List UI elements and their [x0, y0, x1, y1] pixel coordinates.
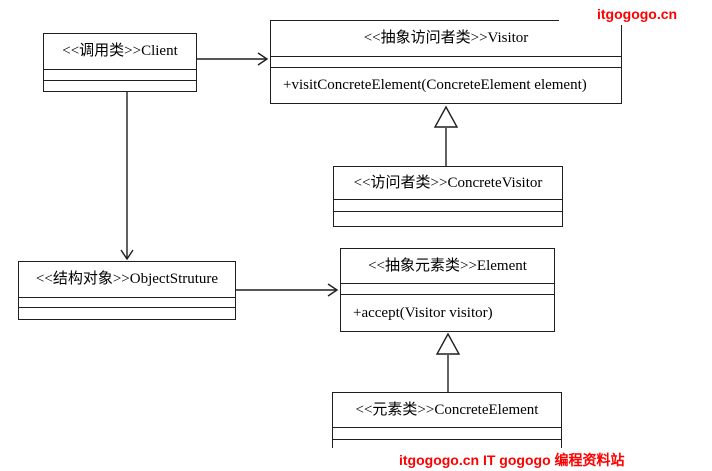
class-object-struture-attributes: [19, 298, 235, 308]
class-client-title: <<调用类>>Client: [44, 34, 196, 70]
class-visitor: <<抽象访问者类>>Visitor +visitConcreteElement(…: [270, 20, 622, 104]
association-client-visitor-arrowhead-icon: [257, 52, 269, 66]
class-object-struture: <<结构对象>>ObjectStruture: [18, 261, 236, 320]
class-visitor-title: <<抽象访问者类>>Visitor: [271, 21, 621, 57]
watermark-top: itgogogo.cn: [597, 6, 678, 22]
watermark-top-background: [559, 0, 712, 25]
class-element: <<抽象元素类>>Element +accept(Visitor visitor…: [340, 248, 555, 332]
generalization-concreteelement-element-triangle-icon: [435, 332, 461, 355]
class-concrete-visitor-operations: [334, 212, 562, 226]
class-visitor-operation: +visitConcreteElement(ConcreteElement el…: [283, 77, 587, 93]
class-concrete-element-title: <<元素类>>ConcreteElement: [333, 393, 561, 428]
class-concrete-visitor-title: <<访问者类>>ConcreteVisitor: [334, 167, 562, 200]
class-concrete-element: <<元素类>>ConcreteElement: [332, 392, 562, 454]
watermark-bottom: itgogogo.cn IT gogogo 编程资料站: [399, 452, 625, 468]
class-visitor-operations: +visitConcreteElement(ConcreteElement el…: [271, 68, 621, 103]
watermark-bottom-background: [312, 448, 712, 471]
class-element-attributes: [341, 284, 554, 295]
class-client-attributes: [44, 70, 196, 81]
class-client-operations: [44, 81, 196, 91]
class-concrete-visitor-attributes: [334, 200, 562, 212]
association-objectstruture-element-arrowhead-icon: [327, 283, 339, 297]
association-client-objectstruture-arrowhead-icon: [120, 249, 134, 261]
class-element-operations: +accept(Visitor visitor): [341, 295, 554, 331]
class-visitor-attributes: [271, 57, 621, 68]
class-element-operation: +accept(Visitor visitor): [353, 304, 493, 321]
generalization-concretevisitor-visitor-triangle-icon: [433, 105, 459, 128]
class-client: <<调用类>>Client: [43, 33, 197, 92]
class-object-struture-operations: [19, 308, 235, 319]
class-concrete-visitor: <<访问者类>>ConcreteVisitor: [333, 166, 563, 227]
class-concrete-element-attributes: [333, 428, 561, 440]
class-object-struture-title: <<结构对象>>ObjectStruture: [19, 262, 235, 298]
class-element-title: <<抽象元素类>>Element: [341, 249, 554, 284]
